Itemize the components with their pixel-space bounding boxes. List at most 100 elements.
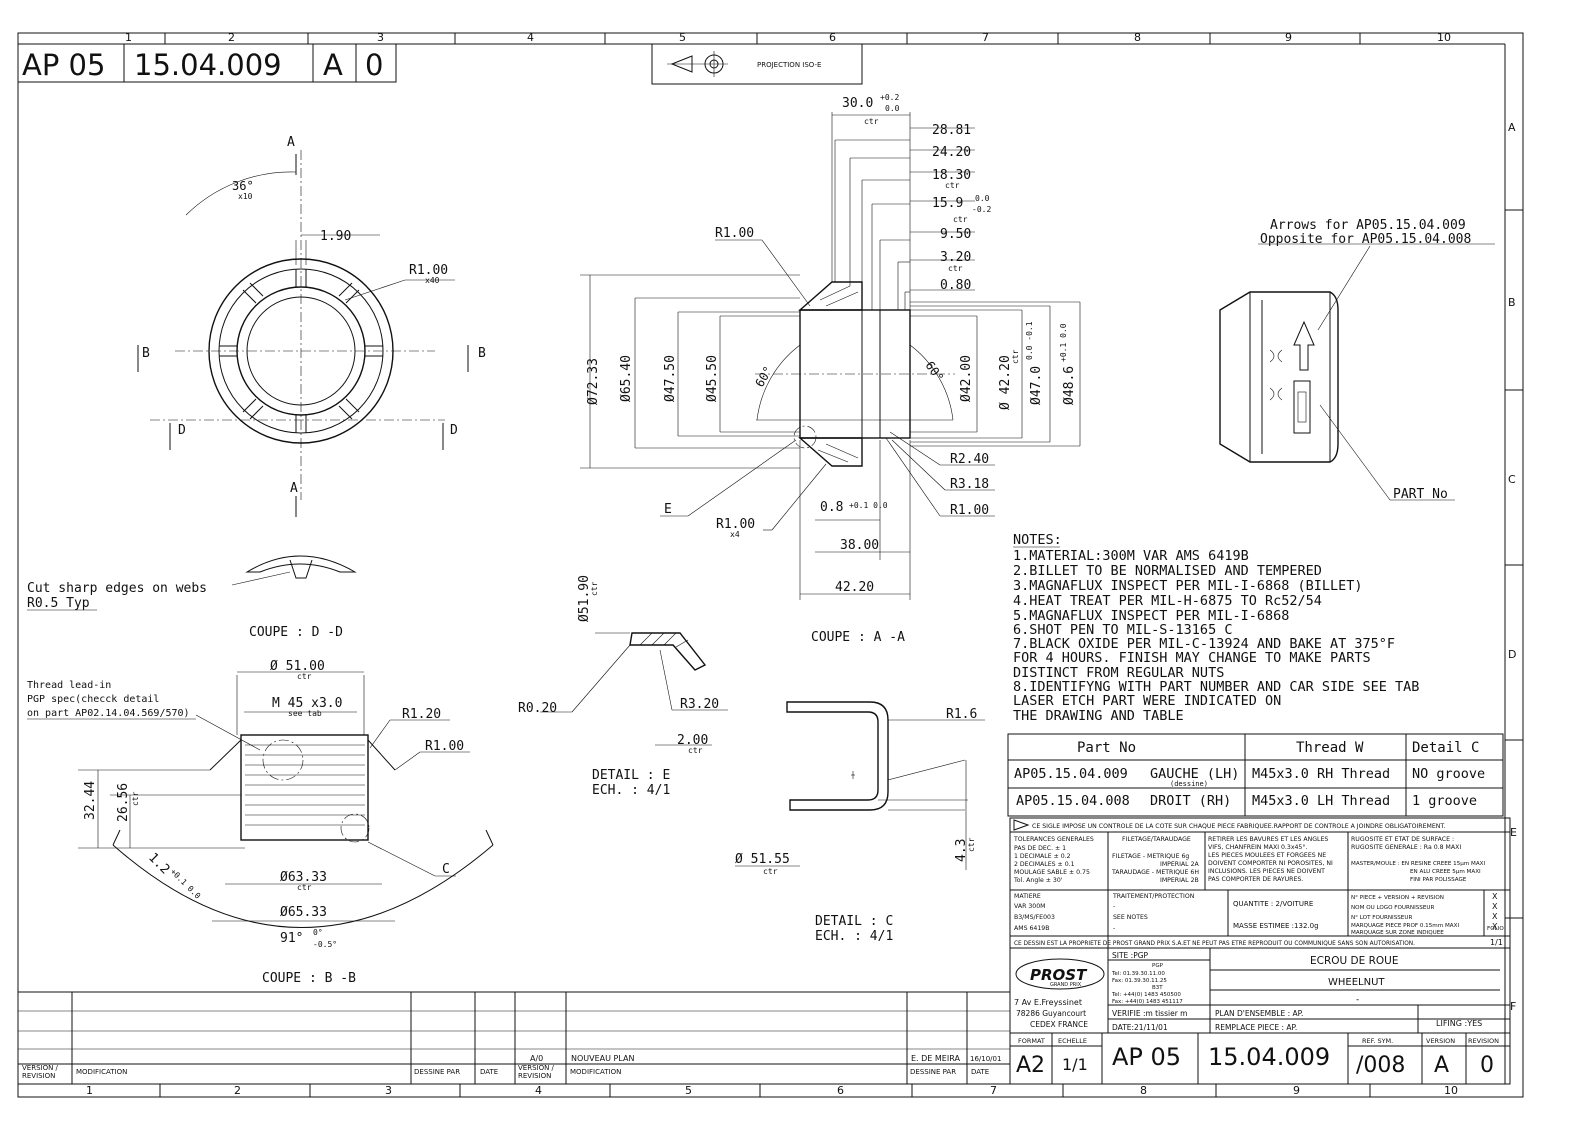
dim-ctr: ctr bbox=[967, 837, 976, 852]
burr-row: PAS COMPORTER DE RAYURES. bbox=[1208, 876, 1303, 883]
revision-label: REVISION bbox=[1468, 1037, 1499, 1045]
radius-label: R1.00 bbox=[425, 739, 464, 754]
grid-col: 5 bbox=[679, 31, 686, 44]
detail-c-view: R1.6 Ø 51.55 ctr 4.3 ctr DETAIL : C ECH.… bbox=[735, 701, 985, 944]
radius-label: R1.00 bbox=[716, 517, 755, 532]
date-label: DATE:21/11/01 bbox=[1112, 1023, 1168, 1032]
mark: X bbox=[1492, 892, 1498, 901]
radius-mult-label: x4 bbox=[730, 530, 740, 539]
grid-col: 10 bbox=[1444, 1084, 1458, 1097]
grid-col: 2 bbox=[234, 1084, 241, 1097]
radius-label: R1.00 bbox=[715, 226, 754, 241]
folio-value: 1/1 bbox=[1490, 938, 1503, 947]
grid-col: 6 bbox=[837, 1084, 844, 1097]
version-value: A bbox=[1434, 1053, 1449, 1078]
dim-label: 42.20 bbox=[835, 580, 874, 595]
piece-row: N° PIECE + VERSION + REVISION bbox=[1351, 895, 1444, 901]
angle-label: 60° bbox=[923, 359, 947, 385]
note-line: 4.HEAT TREAT PER MIL-H-6875 TO Rc52/54 bbox=[1013, 593, 1322, 609]
table-cell: NO groove bbox=[1412, 766, 1485, 782]
rev-header: DATE bbox=[480, 1068, 498, 1076]
version-label: VERSION bbox=[1426, 1037, 1455, 1045]
dim-ctr: ctr bbox=[948, 264, 963, 273]
radius-label: R1.20 bbox=[402, 707, 441, 722]
thread-row: TARAUDAGE - METRIQUE 6H bbox=[1111, 869, 1199, 876]
section-marker: A bbox=[290, 481, 298, 496]
header-code-version: A bbox=[323, 48, 343, 82]
thread-note: PGP spec(checck detail bbox=[27, 694, 159, 705]
grid-row: A bbox=[1508, 121, 1516, 134]
notes-title: NOTES: bbox=[1013, 532, 1062, 548]
radius-label: R1.6 bbox=[946, 707, 977, 722]
ref-label: REF. SYM. bbox=[1362, 1037, 1393, 1045]
site-label: SITE :PGP bbox=[1112, 951, 1149, 960]
table-header: Thread W bbox=[1296, 740, 1364, 756]
tol-row: 1 DECIMALE ± 0.2 bbox=[1014, 853, 1071, 860]
coupe-dd-view: Cut sharp edges on webs R0.5 Typ COUPE :… bbox=[27, 555, 357, 640]
verify-label: VERIFIE :m tissier m bbox=[1112, 1009, 1187, 1018]
rev-drawn-date: 16/10/01 bbox=[970, 1055, 1001, 1063]
table-header: Detail C bbox=[1412, 740, 1479, 756]
code-prefix: AP 05 bbox=[1112, 1043, 1181, 1071]
rev-header: VERSION / bbox=[22, 1064, 59, 1072]
grid-columns: 1 2 3 4 5 6 7 8 9 10 1 2 3 4 5 6 7 8 9 1… bbox=[86, 31, 1458, 1097]
table-cell: AP05.15.04.008 bbox=[1016, 793, 1130, 809]
mark: X bbox=[1492, 912, 1498, 921]
iso-note: Arrows for AP05.15.04.009 bbox=[1270, 218, 1466, 233]
dim-label: Ø 42.20 bbox=[998, 355, 1013, 410]
grid-col: 8 bbox=[1134, 31, 1141, 44]
dim-label: 18.30 bbox=[932, 168, 971, 183]
piece-row: N° LOT FOURNISSEUR bbox=[1351, 915, 1412, 921]
radius-label: R3.20 bbox=[680, 697, 719, 712]
dim-label: 24.20 bbox=[932, 145, 971, 160]
ownership-note: CE DESSIN EST LA PROPRIETE DE PROST GRAN… bbox=[1014, 941, 1415, 947]
dim-label: Ø65.40 bbox=[619, 355, 634, 402]
rev-header: MODIFICATION bbox=[570, 1068, 621, 1076]
lifing-label: LIFING :YES bbox=[1436, 1019, 1482, 1028]
dim-label: Ø51.90 bbox=[577, 575, 592, 622]
detail-e-view: Ø51.90 ctr R0.20 R3.20 2.00 ctr DETAIL :… bbox=[518, 575, 728, 798]
site-row: Fax: +44(0) 1483 451117 bbox=[1112, 999, 1183, 1005]
thread-row: IMPERIAL 2A bbox=[1160, 861, 1200, 868]
note-line: 3.MAGNAFLUX INSPECT PER MIL-I-6868 (BILL… bbox=[1013, 578, 1363, 594]
address-line: 7 Av E.Freyssinet bbox=[1014, 998, 1082, 1007]
grid-col: 10 bbox=[1437, 31, 1451, 44]
angle-label: 36° bbox=[232, 179, 254, 193]
grid-col: 5 bbox=[685, 1084, 692, 1097]
revision-value: 0 bbox=[1480, 1053, 1494, 1078]
mass: MASSE ESTIMEE :132.0g bbox=[1233, 922, 1319, 930]
part-table: Part No Thread W Detail C AP05.15.04.009… bbox=[1007, 733, 1504, 817]
rev-drawn-by: E. DE MEIRA bbox=[911, 1054, 960, 1063]
piece-row: NOM OU LOGO FOURNISSEUR bbox=[1351, 905, 1434, 911]
rough-row: EN ALU CREEE 5µm MAXI bbox=[1410, 869, 1481, 875]
code-number: 15.04.009 bbox=[1208, 1043, 1330, 1071]
view-scale: ECH. : 4/1 bbox=[815, 929, 893, 944]
material-title: MATIERE bbox=[1014, 893, 1041, 900]
scale-label: ECHELLE bbox=[1058, 1037, 1087, 1045]
radius-label: R3.18 bbox=[950, 477, 989, 492]
rev-header: DESSINE PAR bbox=[414, 1068, 460, 1076]
ref-value: /008 bbox=[1356, 1053, 1405, 1078]
radius-label: R0.20 bbox=[518, 701, 557, 716]
part-name-en: WHEELNUT bbox=[1328, 977, 1385, 988]
note-line: 6.SHOT PEN TO MIL-S-13165 C bbox=[1013, 622, 1232, 638]
note-line: 8.IDENTIFYNG WITH PART NUMBER AND CAR SI… bbox=[1013, 679, 1419, 695]
grid-ticks bbox=[159, 33, 1523, 1097]
title-block: CE SIGLE IMPOSE UN CONTROLE DE LA COTE S… bbox=[1009, 817, 1511, 1085]
grid-row: C bbox=[1508, 473, 1516, 486]
dim-label: Ø42.00 bbox=[959, 355, 974, 402]
view-scale: ECH. : 4/1 bbox=[592, 783, 670, 798]
grid-col: 9 bbox=[1293, 1084, 1300, 1097]
grid-col: 3 bbox=[377, 31, 384, 44]
view-title: COUPE : D -D bbox=[249, 625, 343, 640]
treatment-title: TRAITEMENT/PROTECTION bbox=[1112, 893, 1195, 900]
site-row: B3T bbox=[1152, 985, 1163, 991]
dim-label: 28.81 bbox=[932, 123, 971, 138]
control-note: CE SIGLE IMPOSE UN CONTROLE DE LA COTE S… bbox=[1032, 823, 1445, 830]
dim-label: Ø 51.55 bbox=[735, 852, 790, 867]
revision-block: A/0 NOUVEAU PLAN E. DE MEIRA 16/10/01 VE… bbox=[17, 991, 1011, 1085]
dim-label: 1.90 bbox=[320, 229, 351, 244]
projection-box: PROJECTION ISO-E bbox=[651, 43, 863, 85]
grid-col: 1 bbox=[86, 1084, 93, 1097]
table-cell: 1 groove bbox=[1412, 793, 1477, 809]
